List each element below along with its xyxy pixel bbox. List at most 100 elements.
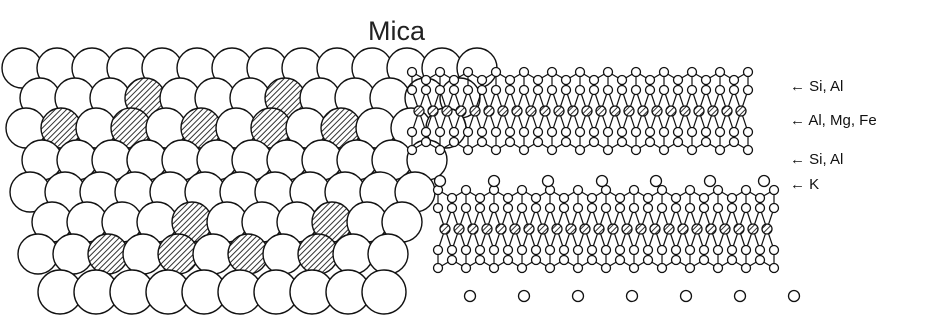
potassium-layer (433, 174, 801, 303)
oxygen-atom (462, 84, 474, 96)
oxygen-sphere (122, 233, 164, 275)
cation-atom (537, 223, 549, 235)
oxygen-atom (504, 126, 516, 138)
oxygen-atom (504, 74, 516, 86)
oxygen-atom (630, 84, 642, 96)
oxygen-atom (518, 66, 530, 78)
oxygen-atom (462, 126, 474, 138)
oxygen-atom (544, 262, 556, 274)
label-si-al-top: ← Si, Al (790, 78, 843, 95)
oxygen-atom (740, 262, 752, 274)
oxygen-atom (546, 144, 558, 156)
oxygen-atom (544, 244, 556, 256)
oxygen-atom (476, 84, 488, 96)
oxygen-atom (672, 126, 684, 138)
oxygen-atom (490, 84, 502, 96)
cation-atom (679, 105, 691, 117)
potassium-atom (541, 174, 555, 188)
cation-atom (511, 105, 523, 117)
oxygen-atom (432, 262, 444, 274)
oxygen-atom (712, 202, 724, 214)
oxygen-atom (616, 126, 628, 138)
oxygen-atom (742, 126, 754, 138)
potassium-atom (787, 289, 801, 303)
oxygen-atom (516, 244, 528, 256)
oxygen-atom (588, 84, 600, 96)
cation-atom (551, 223, 563, 235)
oxygen-atom (740, 202, 752, 214)
cation-atom (453, 223, 465, 235)
oxygen-atom (714, 84, 726, 96)
oxygen-atom (656, 202, 668, 214)
oxygen-atom (726, 192, 738, 204)
oxygen-atom (488, 262, 500, 274)
cation-atom (441, 105, 453, 117)
oxygen-atom (740, 184, 752, 196)
potassium-atom (733, 289, 747, 303)
cation-atom (609, 105, 621, 117)
cation-atom (595, 105, 607, 117)
cation-atom (707, 105, 719, 117)
oxygen-atom (698, 254, 710, 266)
oxygen-atom (712, 184, 724, 196)
potassium-atom (679, 289, 693, 303)
oxygen-sphere (367, 233, 409, 275)
oxygen-atom (670, 254, 682, 266)
oxygen-atom (630, 144, 642, 156)
oxygen-sphere (52, 233, 94, 275)
cation-atom (623, 105, 635, 117)
oxygen-atom (474, 202, 486, 214)
oxygen-atom (714, 126, 726, 138)
oxygen-atom (420, 126, 432, 138)
oxygen-sphere (262, 233, 304, 275)
oxygen-atom (644, 84, 656, 96)
cation-atom (665, 105, 677, 117)
oxygen-atom (558, 254, 570, 266)
cation-atom (761, 223, 773, 235)
cation-atom (467, 223, 479, 235)
layer-labels: ← Si, Al ← Al, Mg, Fe ← Si, Al ← K (790, 78, 877, 193)
oxygen-atom (502, 202, 514, 214)
oxygen-atom (532, 84, 544, 96)
oxygen-atom (474, 192, 486, 204)
oxygen-atom (572, 184, 584, 196)
diagram-title: Mica (368, 16, 426, 46)
oxygen-atom (448, 84, 460, 96)
label-si-al-bottom: ← Si, Al (790, 151, 843, 168)
oxygen-atom (474, 254, 486, 266)
tot-sheet (432, 184, 780, 274)
oxygen-atom (574, 144, 586, 156)
oxygen-atom (574, 126, 586, 138)
oxygen-atom (502, 192, 514, 204)
oxygen-atom (504, 136, 516, 148)
oxygen-atom (558, 244, 570, 256)
oxygen-atom (698, 192, 710, 204)
cation-atom (525, 105, 537, 117)
cation-atom (747, 223, 759, 235)
cation-atom (651, 105, 663, 117)
label-al-mg-fe: ← Al, Mg, Fe (790, 112, 877, 129)
oxygen-atom (532, 126, 544, 138)
oxygen-atom (574, 84, 586, 96)
oxygen-atom (670, 192, 682, 204)
oxygen-atom (698, 202, 710, 214)
oxygen-atom (684, 244, 696, 256)
oxygen-atom (672, 84, 684, 96)
oxygen-atom (670, 244, 682, 256)
oxygen-atom (684, 202, 696, 214)
oxygen-atom (644, 136, 656, 148)
oxygen-atom (628, 244, 640, 256)
oxygen-atom (516, 202, 528, 214)
oxygen-atom (434, 126, 446, 138)
oxygen-atom (446, 244, 458, 256)
cation-atom (649, 223, 661, 235)
cation-atom (663, 223, 675, 235)
oxygen-atom (600, 202, 612, 214)
oxygen-atom (560, 74, 572, 86)
cation-atom (439, 223, 451, 235)
oxygen-atom (420, 74, 432, 86)
oxygen-atom (602, 84, 614, 96)
oxygen-atom (614, 244, 626, 256)
oxygen-atom (686, 144, 698, 156)
cation-atom (481, 223, 493, 235)
